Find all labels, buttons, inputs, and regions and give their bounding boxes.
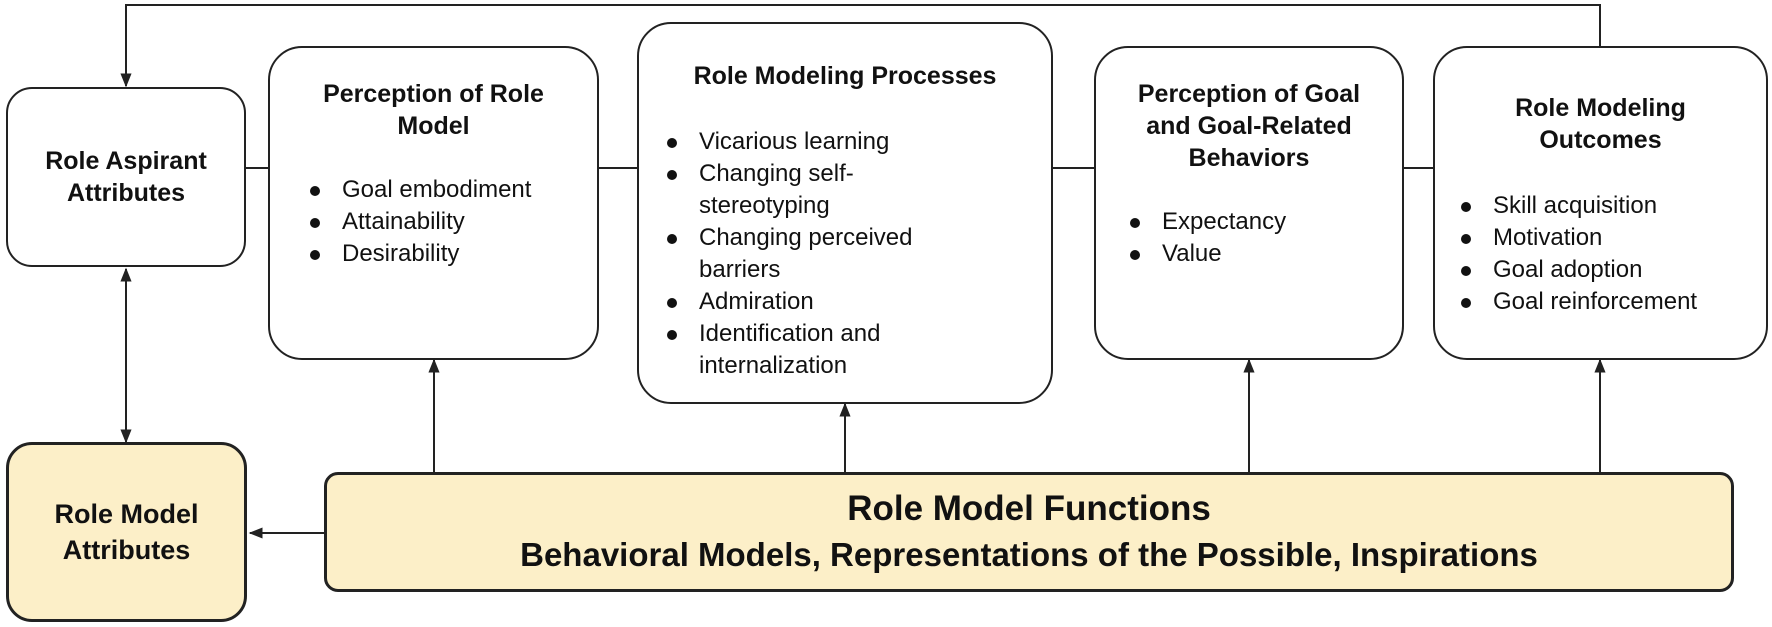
role-model-attributes-title: Role Model Attributes (54, 499, 199, 565)
feedback-loop-arrow (120, 4, 1601, 88)
perception-role-model-box: Perception of Role Model Goal embodiment… (268, 46, 599, 360)
list-item: Changing self-stereotyping (663, 158, 1011, 222)
role-model-functions-title: Role Model Functions (847, 489, 1211, 528)
list-item: Goal adoption (1457, 254, 1760, 286)
perception-role-model-title: Perception of Role Model (323, 80, 544, 140)
list-item: Expectancy (1126, 206, 1392, 238)
list-item: Identification and internalization (663, 318, 1011, 382)
list-item: Goal reinforcement (1457, 286, 1760, 318)
role-modeling-outcomes-list: Skill acquisition Motivation Goal adopti… (1457, 190, 1760, 318)
list-item: Motivation (1457, 222, 1760, 254)
list-item: Desirability (306, 238, 587, 270)
list-item: Changing perceived barriers (663, 222, 1011, 286)
role-modeling-processes-list: Vicarious learning Changing self-stereot… (663, 126, 1011, 382)
role-model-attributes-box: Role Model Attributes (6, 442, 247, 622)
list-item: Attainability (306, 206, 587, 238)
perception-goal-box: Perception of Goal and Goal-Related Beha… (1094, 46, 1404, 360)
role-aspirant-box: Role Aspirant Attributes (6, 87, 246, 267)
role-aspirant-title: Role Aspirant Attributes (45, 147, 207, 207)
list-item: Admiration (663, 286, 1011, 318)
list-item: Vicarious learning (663, 126, 1011, 158)
role-model-functions-subtitle: Behavioral Models, Representations of th… (520, 536, 1538, 573)
list-item: Goal embodiment (306, 174, 587, 206)
list-item: Value (1126, 238, 1392, 270)
perception-goal-list: Expectancy Value (1126, 206, 1392, 270)
role-modeling-processes-title: Role Modeling Processes (693, 62, 997, 90)
list-item: Skill acquisition (1457, 190, 1760, 222)
role-modeling-processes-box: Role Modeling Processes Vicarious learni… (637, 22, 1053, 404)
perception-role-model-list: Goal embodiment Attainability Desirabili… (306, 174, 587, 270)
role-model-functions-box: Role Model Functions Behavioral Models, … (324, 472, 1734, 592)
perception-goal-title: Perception of Goal and Goal-Related Beha… (1137, 80, 1361, 172)
role-modeling-outcomes-title: Role Modeling Outcomes (1515, 94, 1686, 154)
role-modeling-outcomes-box: Role Modeling Outcomes Skill acquisition… (1433, 46, 1768, 360)
